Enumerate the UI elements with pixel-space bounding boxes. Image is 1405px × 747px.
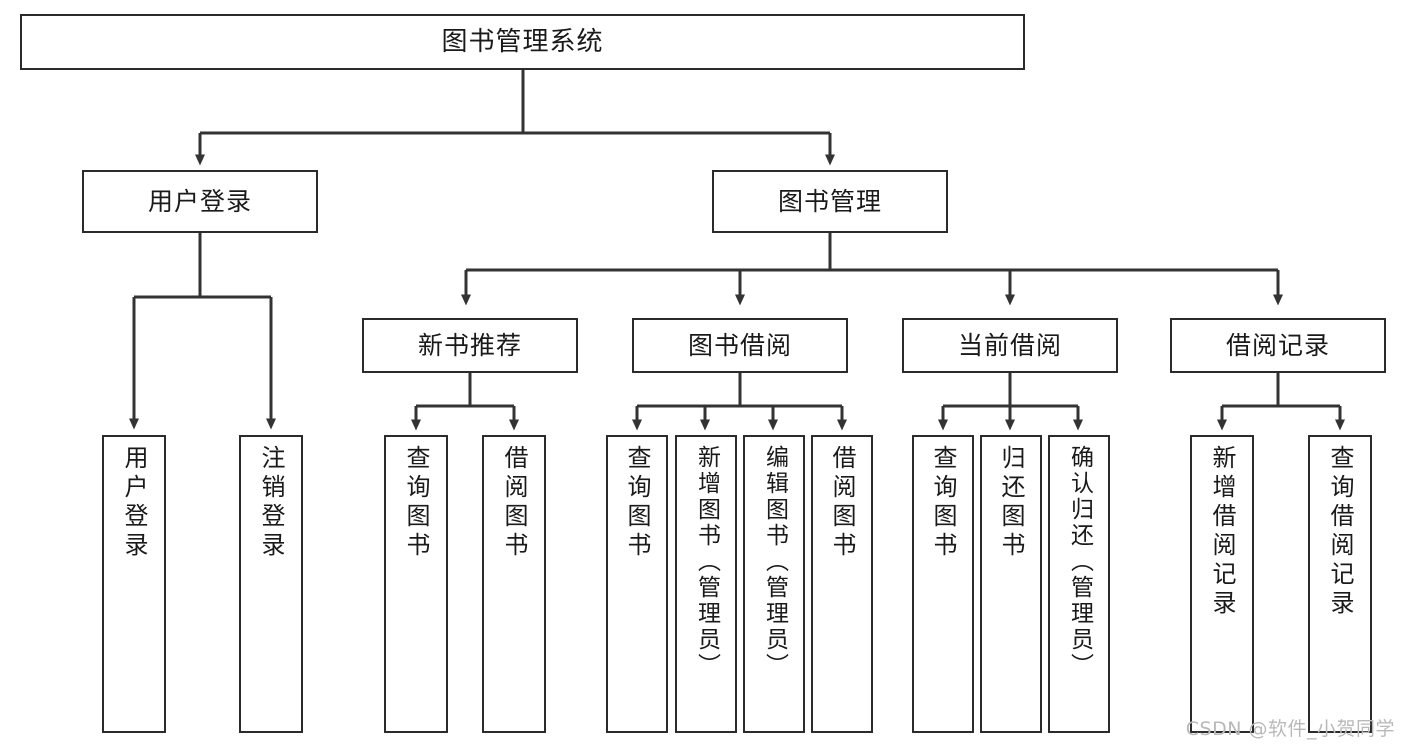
node-label: 注销登录: [257, 445, 285, 561]
node-user-login[interactable]: 用户登录: [82, 170, 318, 233]
leaf-borrow-edit-book-admin[interactable]: 编辑图书（管理员）: [743, 435, 805, 733]
node-label: 图书借阅: [687, 330, 792, 360]
leaf-borrow-add-book-admin[interactable]: 新增图书（管理员）: [675, 435, 737, 733]
csdn-watermark: CSDN @软件_小贺同学: [1185, 718, 1395, 740]
leaf-user-login-logout[interactable]: 注销登录: [239, 435, 303, 733]
leaf-borrow-query-book[interactable]: 查询图书: [606, 435, 668, 733]
node-label: 确认归还（管理员）: [1066, 445, 1093, 679]
node-label: 借阅图书: [500, 445, 528, 561]
node-book-management[interactable]: 图书管理: [712, 170, 948, 233]
leaf-new-book-query-book[interactable]: 查询图书: [384, 435, 448, 733]
node-label: 借阅记录: [1225, 330, 1330, 360]
node-book-borrowing[interactable]: 图书借阅: [632, 318, 848, 373]
node-label: 用户登录: [147, 186, 252, 216]
node-label: 借阅图书: [828, 445, 856, 561]
node-label: 图书管理: [777, 186, 882, 216]
node-label: 查询图书: [402, 445, 430, 561]
node-label: 图书管理系统: [441, 26, 604, 57]
leaf-borrow-borrow-book[interactable]: 借阅图书: [811, 435, 873, 733]
node-new-book-recommendation[interactable]: 新书推荐: [362, 318, 578, 373]
node-label: 归还图书: [997, 445, 1025, 561]
node-label: 查询图书: [929, 445, 957, 561]
node-label: 新书推荐: [417, 330, 522, 360]
leaf-user-login-login[interactable]: 用户登录: [102, 435, 166, 733]
leaf-new-book-borrow-book[interactable]: 借阅图书: [482, 435, 546, 733]
node-current-borrowing[interactable]: 当前借阅: [902, 318, 1118, 373]
node-label: 当前借阅: [957, 330, 1062, 360]
node-label: 新增图书（管理员）: [693, 445, 720, 679]
leaf-current-return-book[interactable]: 归还图书: [980, 435, 1042, 733]
leaf-current-confirm-return-admin[interactable]: 确认归还（管理员）: [1048, 435, 1110, 733]
node-root-book-management-system[interactable]: 图书管理系统: [20, 14, 1025, 70]
node-label: 查询图书: [623, 445, 651, 561]
leaf-current-query-book[interactable]: 查询图书: [912, 435, 974, 733]
leaf-record-add-borrow-record[interactable]: 新增借阅记录: [1190, 435, 1254, 733]
leaf-record-query-borrow-record[interactable]: 查询借阅记录: [1308, 435, 1372, 733]
node-label: 编辑图书（管理员）: [761, 445, 788, 679]
node-label: 查询借阅记录: [1326, 445, 1354, 619]
node-label: 用户登录: [120, 445, 148, 561]
node-label: 新增借阅记录: [1208, 445, 1236, 619]
node-borrowing-records[interactable]: 借阅记录: [1170, 318, 1386, 373]
